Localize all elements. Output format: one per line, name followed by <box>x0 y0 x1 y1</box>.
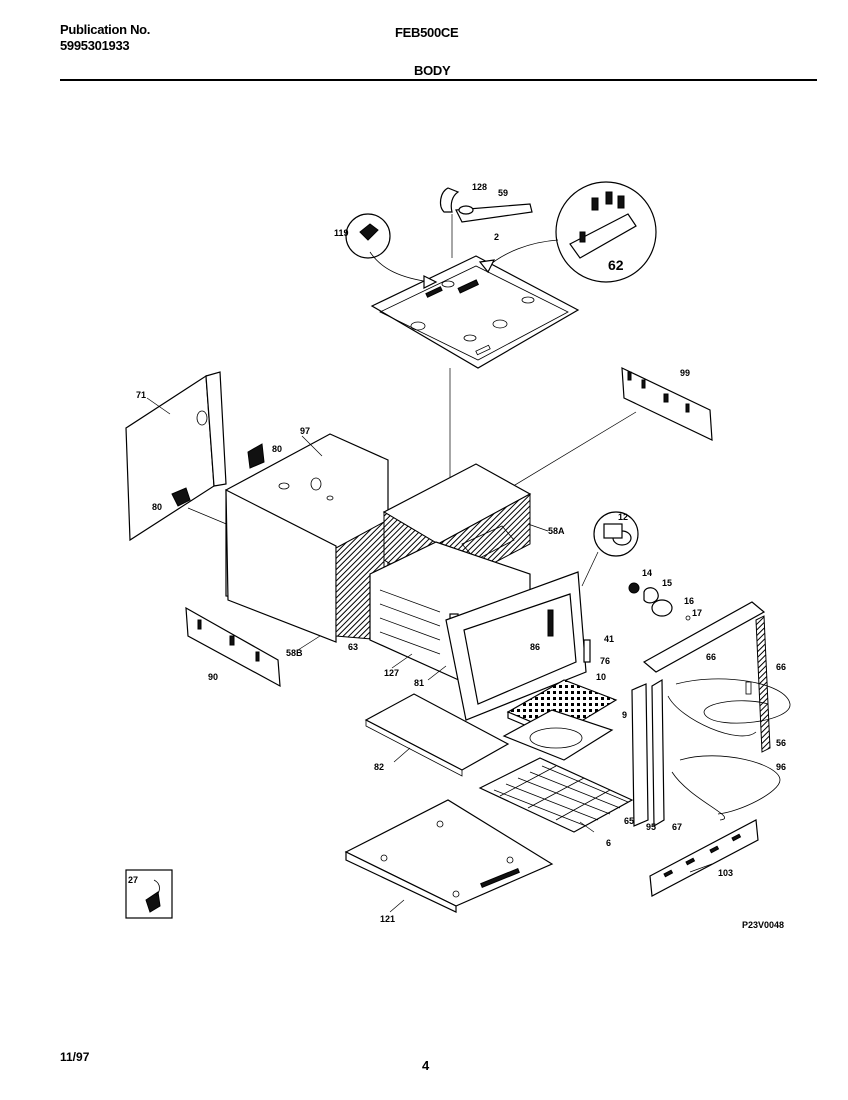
part-label-81: 81 <box>414 678 424 688</box>
publication-label: Publication No. <box>60 22 151 37</box>
part-label-99-lower: 90 <box>208 672 218 682</box>
part-label-58a: 58A <box>548 526 565 536</box>
page-number: 4 <box>422 1058 430 1073</box>
vent-rail <box>649 819 759 897</box>
part-label-2: 2 <box>494 232 499 242</box>
section-title: BODY <box>414 63 451 78</box>
part-label-10: 10 <box>596 672 606 682</box>
oven-rack <box>478 757 634 833</box>
part-label-15: 15 <box>662 578 672 588</box>
part-label-56-right: 56 <box>776 738 786 748</box>
part-label-80-upper: 80 <box>272 444 282 454</box>
part-label-76: 76 <box>600 656 610 666</box>
part-label-119: 119 <box>334 228 349 238</box>
part-label-121: 121 <box>380 914 395 924</box>
print-date: 11/97 <box>60 1050 90 1064</box>
model-number: FEB500CE <box>395 25 459 40</box>
broiler-pan <box>502 679 618 761</box>
part-label-16: 16 <box>684 596 694 606</box>
part-label-82: 82 <box>374 762 384 772</box>
part-label-95: 95 <box>646 822 656 832</box>
part-label-103: 103 <box>718 868 733 878</box>
left-side-panel <box>125 371 237 542</box>
bake-broil-elements <box>631 601 791 828</box>
part-label-17: 17 <box>692 608 702 618</box>
part-label-80-lower: 80 <box>152 502 162 512</box>
front-frame <box>445 571 591 721</box>
part-label-27: 27 <box>128 875 138 885</box>
part-label-99-upper: 99 <box>680 368 690 378</box>
figure-code: P23V0048 <box>742 920 784 930</box>
part-label-6: 6 <box>606 838 611 848</box>
part-label-12: 12 <box>618 512 628 522</box>
part-label-65: 65 <box>624 816 634 826</box>
lower-vent-panel <box>185 606 281 688</box>
bottom-panel <box>344 799 554 913</box>
part-label-14: 14 <box>642 568 652 578</box>
part-label-62: 62 <box>608 257 624 273</box>
rear-vent-panel <box>499 367 713 495</box>
part-label-97: 97 <box>300 426 310 436</box>
header-rule <box>60 79 817 81</box>
part-label-66-right: 66 <box>776 662 786 672</box>
part-label-58b: 58B <box>286 648 303 658</box>
part-label-96: 96 <box>776 762 786 772</box>
part-label-63: 63 <box>348 642 358 652</box>
part-label-9: 9 <box>622 710 627 720</box>
part-label-66-left: 66 <box>706 652 716 662</box>
publication-number: 5995301933 <box>60 38 130 53</box>
part-label-67: 67 <box>672 822 682 832</box>
part-label-41: 41 <box>604 634 614 644</box>
top-panel <box>370 255 580 369</box>
part-label-127: 127 <box>384 668 399 678</box>
part-label-71: 71 <box>136 390 146 400</box>
part-label-59: 59 <box>498 188 508 198</box>
part-label-128: 128 <box>472 182 487 192</box>
part-label-86: 86 <box>530 642 540 652</box>
